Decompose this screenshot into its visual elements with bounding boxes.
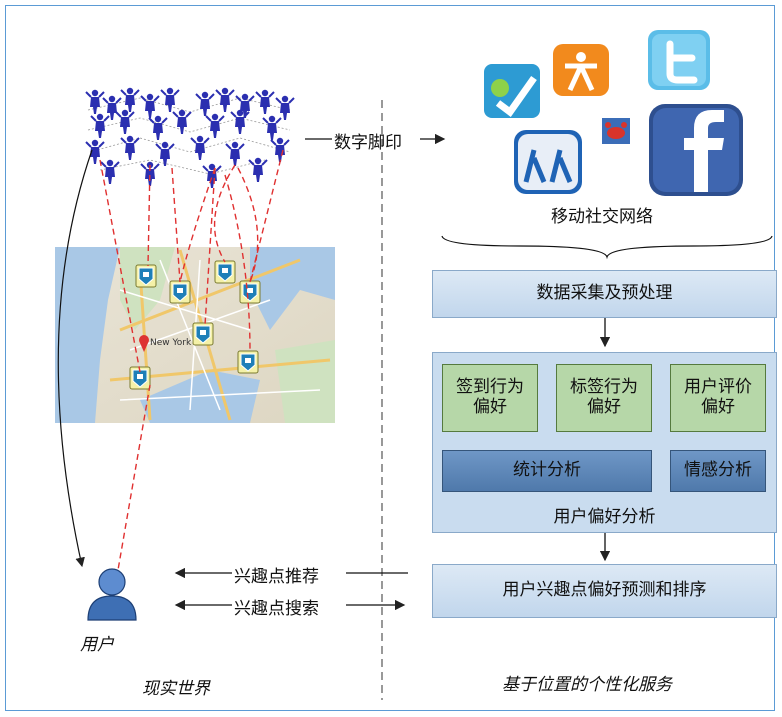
user-label: 用户 (80, 635, 114, 655)
city-map-image: New York (55, 247, 335, 423)
statistical-analysis-box: 统计分析 (442, 450, 652, 492)
brace-shape (441, 235, 773, 260)
renren-icon (514, 130, 582, 194)
map-city-label: New York (150, 338, 192, 348)
poi-search-label: 兴趣点搜索 (234, 599, 319, 619)
foursquare-icon (484, 64, 540, 118)
location-service-label: 基于位置的个性化服务 (502, 675, 672, 695)
people-network-icon (85, 86, 295, 189)
twitter-icon (648, 30, 710, 90)
digital-footprint-label: 数字脚印 (334, 133, 402, 153)
dashed-links (99, 149, 284, 571)
user-avatar-icon (87, 568, 137, 621)
checkin-pref-box: 签到行为 偏好 (442, 364, 538, 432)
sentiment-analysis-box: 情感分析 (670, 450, 766, 492)
user-link-arrow (57, 149, 93, 568)
location-pin-icon (139, 335, 149, 352)
poi-prediction-box: 用户兴趣点偏好预测和排序 (432, 564, 777, 618)
real-world-label: 现实世界 (142, 679, 210, 699)
kaixin-icon (553, 44, 609, 96)
mobile-social-network-label: 移动社交网络 (551, 207, 653, 227)
facebook-icon (649, 104, 743, 196)
data-collection-box: 数据采集及预处理 (432, 270, 777, 318)
poi-recommend-label: 兴趣点推荐 (234, 567, 319, 587)
rating-pref-box: 用户评价 偏好 (670, 364, 766, 432)
crab-icon (602, 118, 630, 144)
tag-pref-box: 标签行为 偏好 (556, 364, 652, 432)
